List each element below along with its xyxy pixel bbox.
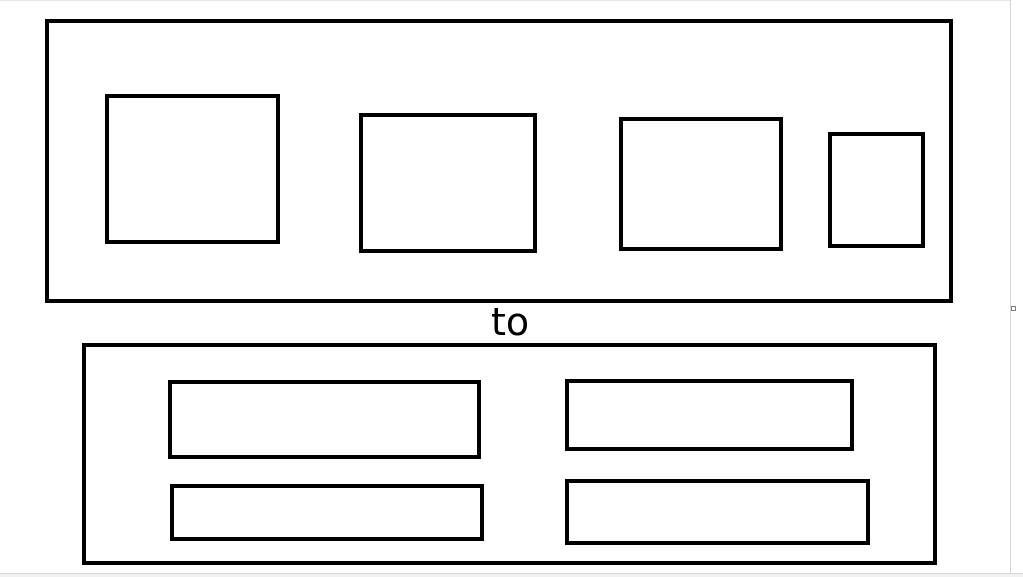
bottom-box-2 <box>565 379 854 451</box>
top-container <box>45 19 953 303</box>
top-box-1 <box>105 94 280 244</box>
bottom-box-4 <box>565 479 870 545</box>
bottom-box-1 <box>168 380 481 459</box>
resize-handle[interactable] <box>1011 306 1016 311</box>
bottom-container <box>82 343 937 565</box>
canvas-right-edge <box>1010 0 1023 577</box>
top-box-3 <box>619 117 783 251</box>
bottom-box-3 <box>170 484 484 541</box>
top-box-4 <box>828 132 925 248</box>
top-box-2 <box>359 113 537 253</box>
canvas-bottom-edge <box>0 573 1023 577</box>
connector-label: to <box>491 300 530 344</box>
canvas-top-edge <box>0 0 1010 1</box>
